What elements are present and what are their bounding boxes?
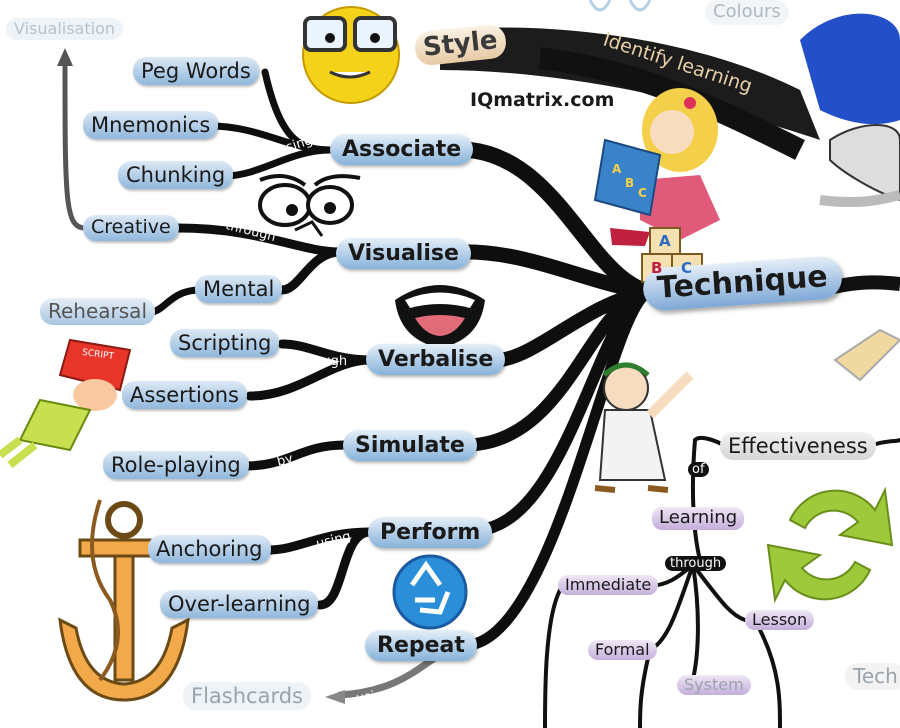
line-mental	[277, 247, 345, 295]
line-down-right	[758, 628, 782, 728]
leaf-effectiveness[interactable]: Effectiveness	[720, 432, 876, 461]
line-down-left	[543, 588, 562, 728]
mouth-icon	[395, 285, 485, 348]
line-formal	[648, 563, 695, 652]
line-rehearsal	[146, 286, 204, 316]
faded-line	[819, 190, 900, 208]
branch-repeat[interactable]: Repeat	[365, 630, 477, 662]
leaf-peg-words[interactable]: Peg Words	[133, 57, 259, 86]
refresh-icon	[766, 486, 894, 604]
anchor-icon	[58, 499, 190, 702]
colours-label[interactable]: Colours	[705, 0, 789, 25]
book-letter-a: A	[612, 162, 622, 176]
branch-simulate[interactable]: Simulate	[343, 430, 477, 462]
leaf-scripting[interactable]: Scripting	[170, 329, 280, 358]
branch-verbalise[interactable]: Verbalise	[366, 344, 506, 376]
leaf-rehearsal[interactable]: Rehearsal	[40, 298, 155, 325]
leaf-chunking[interactable]: Chunking	[118, 161, 234, 190]
line-down-mid	[638, 648, 652, 728]
leaf-creative[interactable]: Creative	[83, 215, 179, 241]
line-assertions	[245, 355, 375, 401]
block-letter-c: C	[681, 259, 693, 277]
leaf-lesson[interactable]: Lesson	[745, 610, 815, 631]
line-anchoring	[263, 527, 375, 555]
leaf-mental[interactable]: Mental	[195, 275, 283, 304]
line-of	[690, 438, 702, 562]
line-repeat	[464, 286, 656, 651]
leaf-role-playing[interactable]: Role-playing	[103, 451, 249, 480]
visualisation-label[interactable]: Visualisation	[6, 18, 123, 41]
recycle-icon	[392, 554, 468, 630]
blue-shape	[800, 13, 900, 125]
leaf-flashcards[interactable]: Flashcards	[183, 682, 311, 711]
roman-orator-illustration	[594, 362, 694, 493]
book-letter-c: C	[638, 186, 647, 200]
eyes-icon	[258, 174, 361, 237]
book-letter-b: B	[625, 176, 635, 190]
leaf-tech[interactable]: Tech	[845, 663, 900, 690]
line-overlearning	[315, 527, 375, 610]
leaf-formal[interactable]: Formal	[588, 640, 657, 661]
leaf-system[interactable]: System	[677, 675, 751, 696]
line-visualisation	[62, 59, 86, 231]
branch-associate[interactable]: Associate	[330, 134, 474, 166]
connector-through-verbalise: through	[296, 354, 348, 369]
smiley-glasses-icon	[302, 6, 400, 104]
line-roleplaying	[240, 440, 350, 471]
block-letter-a: A	[659, 232, 671, 250]
connector-of: of	[688, 462, 709, 477]
man-with-script-illustration	[0, 338, 132, 469]
leaf-assertions[interactable]: Assertions	[122, 381, 247, 410]
block-letter-b: B	[651, 259, 663, 277]
leaf-immediate[interactable]: Immediate	[558, 575, 659, 596]
leaf-anchoring[interactable]: Anchoring	[148, 535, 271, 564]
paper-shape	[829, 124, 900, 202]
leaf-learning[interactable]: Learning	[652, 507, 745, 530]
branch-visualise[interactable]: Visualise	[336, 238, 471, 270]
leaf-mnemonics[interactable]: Mnemonics	[83, 111, 219, 140]
line-visualise	[452, 244, 658, 300]
leaf-over-learning[interactable]: Over-learning	[160, 590, 319, 619]
line-chunking	[221, 146, 334, 180]
people-doodle	[588, 0, 652, 12]
line-lesson	[691, 563, 747, 622]
branch-perform[interactable]: Perform	[368, 517, 493, 549]
girl-reading-illustration	[593, 88, 720, 246]
line-system	[688, 563, 700, 692]
site-watermark: IQmatrix.com	[470, 89, 615, 111]
connector-through-learning: through	[665, 556, 727, 571]
pencil-doodle	[833, 328, 900, 382]
arrow-left-icon	[325, 690, 345, 704]
arrow-up-icon	[57, 48, 73, 66]
